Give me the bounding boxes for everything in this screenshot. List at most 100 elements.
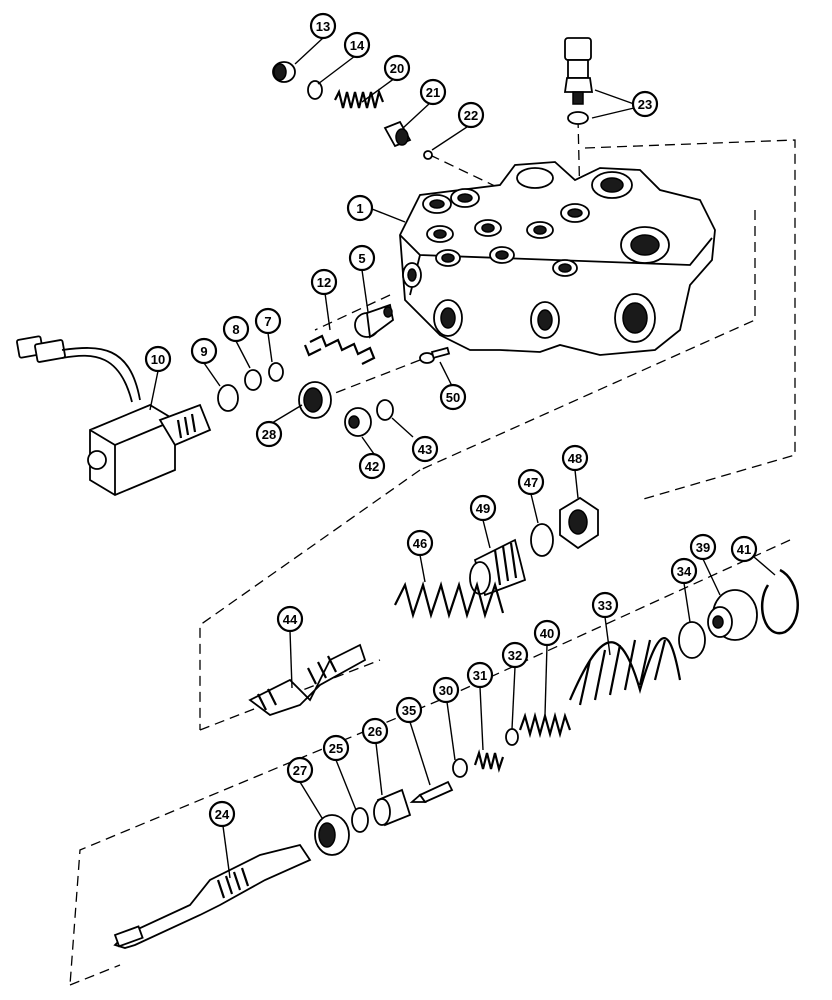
callout-42: 42 xyxy=(358,452,386,480)
callout-49: 49 xyxy=(469,494,497,522)
part-20-spring xyxy=(334,88,385,109)
part-49-sleeve xyxy=(469,538,527,597)
callout-44-label: 44 xyxy=(283,612,298,627)
callout-39-label: 39 xyxy=(696,540,710,555)
callout-30: 30 xyxy=(432,676,460,704)
callout-7: 7 xyxy=(254,307,282,335)
part-22-ball xyxy=(423,150,433,160)
callout-13: 13 xyxy=(309,12,337,40)
callout-48-label: 48 xyxy=(568,451,582,466)
callout-41: 41 xyxy=(730,535,758,563)
part-13-plug xyxy=(272,61,296,83)
callout-40: 40 xyxy=(533,619,561,647)
callout-22: 22 xyxy=(457,101,485,129)
part-39-cap xyxy=(707,589,758,641)
callout-21-label: 21 xyxy=(426,85,440,100)
callout-43: 43 xyxy=(411,435,439,463)
callout-23-label: 23 xyxy=(638,97,652,112)
part-50-screw xyxy=(419,346,451,364)
part-41-snap-ring xyxy=(760,568,799,635)
callout-48: 48 xyxy=(561,444,589,472)
callout-27-label: 27 xyxy=(293,763,307,778)
part-24-spool xyxy=(113,843,312,949)
callout-35: 35 xyxy=(395,696,423,724)
part-33-spring xyxy=(568,637,682,706)
valve-body xyxy=(399,161,716,356)
part-44-spool xyxy=(248,643,367,717)
callout-20-label: 20 xyxy=(390,61,404,76)
callout-42-label: 42 xyxy=(365,459,379,474)
part-10-solenoid xyxy=(16,335,212,497)
callout-33: 33 xyxy=(591,591,619,619)
part-12-spring xyxy=(303,334,376,365)
callout-26-label: 26 xyxy=(368,724,382,739)
callout-39: 39 xyxy=(689,533,717,561)
callout-28-label: 28 xyxy=(262,427,276,442)
part-23-pressure-switch xyxy=(563,37,594,105)
callout-34: 34 xyxy=(670,557,698,585)
callout-31-label: 31 xyxy=(473,668,487,683)
callout-44: 44 xyxy=(276,605,304,633)
part-46-spring xyxy=(394,581,505,619)
callout-7-label: 7 xyxy=(264,314,271,329)
part-47-ring xyxy=(530,523,554,557)
part-7-ring xyxy=(268,362,284,382)
callout-49-label: 49 xyxy=(476,501,490,516)
callout-10: 10 xyxy=(144,345,172,373)
callout-9-label: 9 xyxy=(200,344,207,359)
callout-10-label: 10 xyxy=(151,352,165,367)
part-21-poppet xyxy=(383,120,412,148)
part-27-seal xyxy=(314,814,350,856)
callout-24-label: 24 xyxy=(215,807,230,822)
callout-23: 23 xyxy=(631,90,659,118)
callout-9: 9 xyxy=(190,337,218,365)
callout-21: 21 xyxy=(419,78,447,106)
part-40-spring xyxy=(518,711,572,739)
callout-32: 32 xyxy=(501,641,529,669)
part-34-oring xyxy=(678,621,706,659)
callout-25-label: 25 xyxy=(329,741,343,756)
callout-14-label: 14 xyxy=(350,38,365,53)
callout-8-label: 8 xyxy=(232,322,239,337)
callout-20: 20 xyxy=(383,54,411,82)
part-43-oring xyxy=(376,399,394,421)
callout-24: 24 xyxy=(208,800,236,828)
part-35-pin xyxy=(409,780,454,804)
part-14-oring xyxy=(307,80,323,100)
callout-47-label: 47 xyxy=(524,475,538,490)
part-8-ring xyxy=(244,369,262,391)
part-26-bushing xyxy=(373,788,412,827)
callout-1-label: 1 xyxy=(356,201,363,216)
callout-22-label: 22 xyxy=(464,108,478,123)
callout-46: 46 xyxy=(406,529,434,557)
callout-50: 50 xyxy=(439,383,467,411)
callout-26: 26 xyxy=(361,717,389,745)
callout-8: 8 xyxy=(222,315,250,343)
callout-31: 31 xyxy=(466,661,494,689)
callout-5-label: 5 xyxy=(358,251,365,266)
part-32-washer xyxy=(505,728,519,746)
callout-32-label: 32 xyxy=(508,648,522,663)
callout-41-label: 41 xyxy=(737,542,751,557)
callout-35-label: 35 xyxy=(402,703,416,718)
callout-27: 27 xyxy=(286,756,314,784)
part-30-washer xyxy=(452,758,468,778)
callout-28: 28 xyxy=(255,420,283,448)
callout-12: 12 xyxy=(310,268,338,296)
callout-12-label: 12 xyxy=(317,275,331,290)
part-9-ring xyxy=(217,384,239,412)
callout-1: 1 xyxy=(346,194,374,222)
callout-40-label: 40 xyxy=(540,626,554,641)
callout-46-label: 46 xyxy=(413,536,427,551)
callout-43-label: 43 xyxy=(418,442,432,457)
callout-30-label: 30 xyxy=(439,683,453,698)
part-48-nut xyxy=(559,496,599,550)
part-31-spring xyxy=(473,749,505,773)
part-25-ring xyxy=(351,807,369,833)
part-5-plunger xyxy=(354,303,394,339)
callout-14: 14 xyxy=(343,31,371,59)
callout-34-label: 34 xyxy=(677,564,692,579)
callout-13-label: 13 xyxy=(316,19,330,34)
part-42-plug xyxy=(344,407,372,437)
